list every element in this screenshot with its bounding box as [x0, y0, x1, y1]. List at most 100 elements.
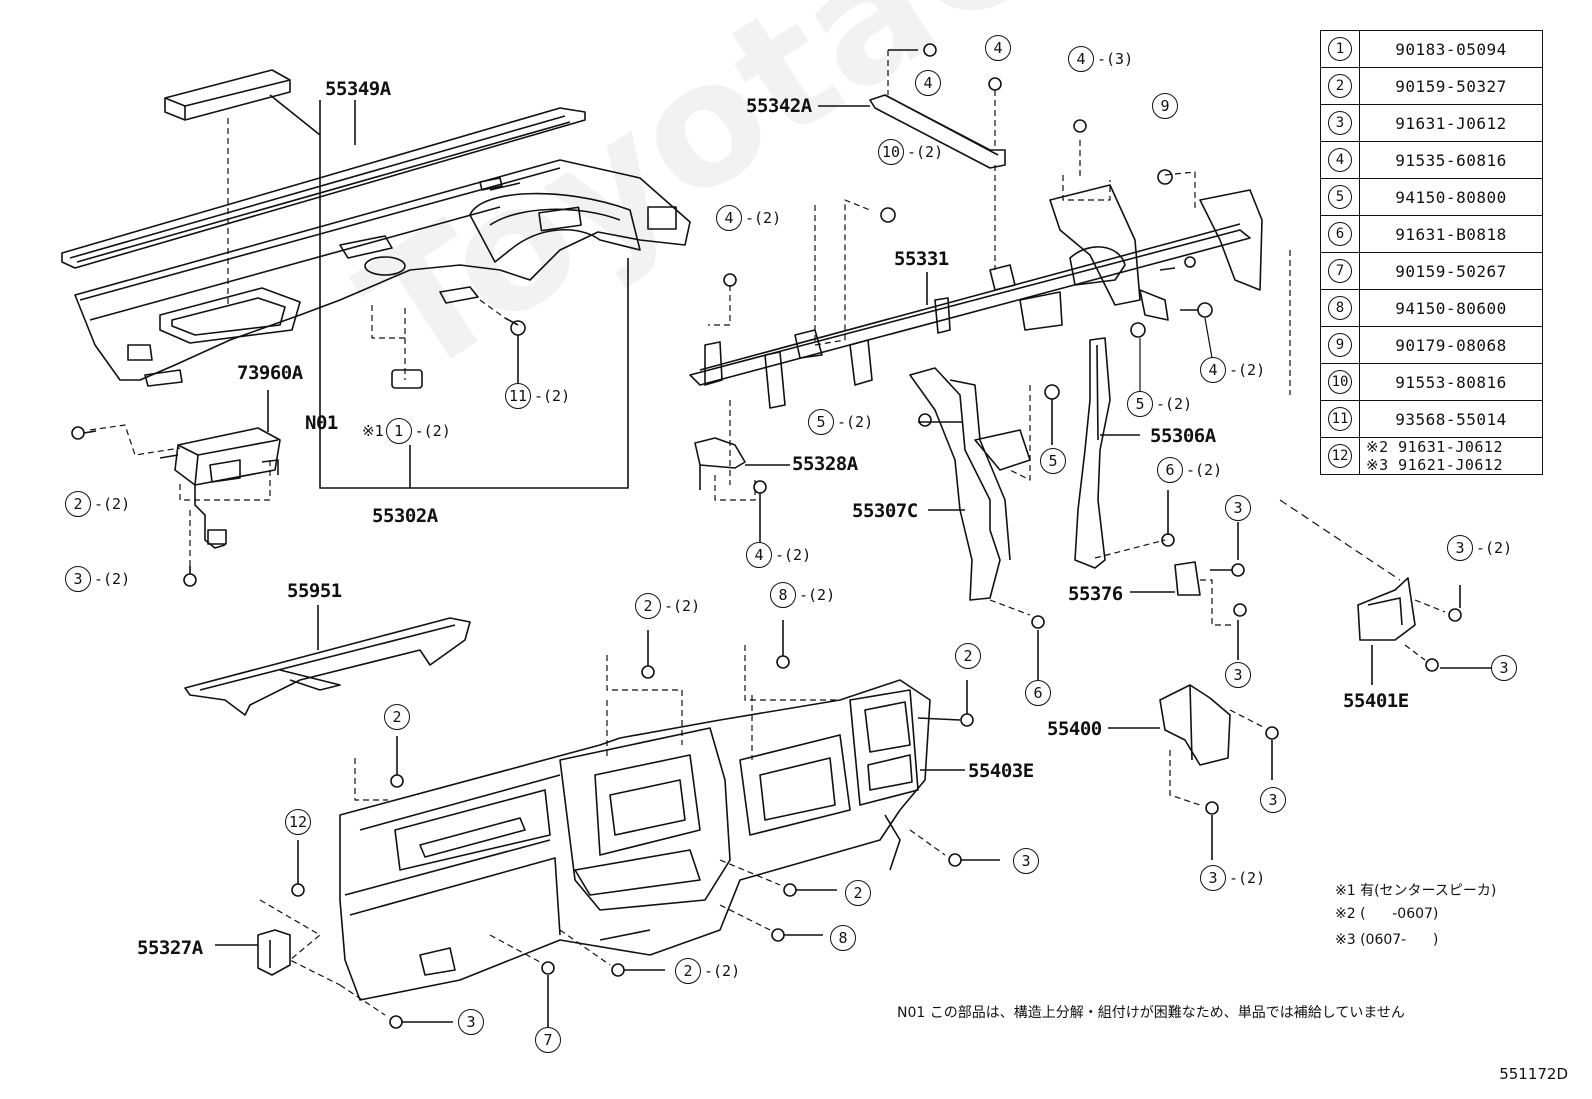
center-lower-bracket [1159, 684, 1231, 766]
ref-index: 6 [1328, 222, 1352, 246]
callout-4: 4 [985, 35, 1014, 61]
ref-index: 10 [1328, 370, 1352, 394]
part-label-73960A: 73960A [237, 362, 303, 384]
ref-index-cell: 1 [1320, 30, 1360, 68]
ref-index-cell: 2 [1320, 67, 1360, 105]
ref-index-cell: 11 [1320, 400, 1360, 438]
callout-2: 2-(2) [635, 593, 700, 619]
ref-part-number: 94150-80600 [1359, 289, 1543, 327]
ref-part-number: 90159-50267 [1359, 252, 1543, 290]
callout-2: 2 [845, 880, 874, 906]
ref-part-number: 93568-55014 [1359, 400, 1543, 438]
callout-2: 2-(2) [675, 958, 740, 984]
ref-table-row: 4 91535-60816 [1320, 141, 1543, 179]
ref-part-number: 90183-05094 [1359, 30, 1543, 68]
part-label-55307C: 55307C [852, 500, 918, 522]
ref-index-cell: 4 [1320, 141, 1360, 179]
callout-2: 2-(2) [65, 491, 130, 517]
callout-6: 6-(2) [1157, 457, 1222, 483]
ref-index: 11 [1328, 407, 1352, 431]
ref-part-number: 91631-B0818 [1359, 215, 1543, 253]
ref-index-cell: 12 [1320, 437, 1360, 475]
callout-3: 3 [458, 1009, 487, 1035]
ref-index: 1 [1328, 37, 1352, 61]
ref-index: 12 [1328, 444, 1352, 468]
note-2: ※2 ( -0607) [1335, 906, 1439, 922]
passenger-airbag-module [159, 427, 281, 549]
callout-8: 8-(2) [770, 582, 835, 608]
instrument-panel-reinforcement [689, 184, 1263, 409]
part-label-55302A: 55302A [372, 505, 438, 527]
left-lower-bracket [257, 929, 291, 976]
callout-5: 5-(2) [1127, 391, 1192, 417]
ref-index: 8 [1328, 296, 1352, 320]
callout-3: 3 [1260, 787, 1289, 813]
callout-4: 4-(2) [716, 205, 781, 231]
ref-part-number: 94150-80800 [1359, 178, 1543, 216]
part-label-55306A: 55306A [1150, 425, 1216, 447]
part-label-55328A: 55328A [792, 453, 858, 475]
ref-table-row: 12 ※2 91631-J0612※3 91621-J0612 [1320, 437, 1543, 475]
part-label-55342A: 55342A [746, 95, 812, 117]
ref-table-row: 10 91553-80816 [1320, 363, 1543, 401]
ref-part-number: 90179-08068 [1359, 326, 1543, 364]
part-label-55951: 55951 [287, 580, 342, 602]
callout-6: 6 [1025, 680, 1054, 706]
part-label-55327A: 55327A [137, 937, 203, 959]
callout-11: 11-(2) [505, 383, 570, 409]
small-bracket [1174, 561, 1201, 596]
ref-part-number: 91535-60816 [1359, 141, 1543, 179]
right-bracket [1357, 577, 1416, 641]
callout-4-qty3: 4-(3) [1068, 46, 1133, 72]
dashboard-upper-panel [61, 107, 691, 387]
part-label-55403E: 55403E [968, 760, 1034, 782]
callout-2: 2 [955, 643, 984, 669]
part-label-55401E: 55401E [1343, 690, 1409, 712]
diagram-id: 551172D [1499, 1065, 1568, 1083]
callout-7: 7 [535, 1027, 564, 1053]
callout-4: 4-(2) [1200, 357, 1265, 383]
ref-index-cell: 7 [1320, 252, 1360, 290]
callout-5: 5 [1040, 448, 1069, 474]
part-label-55376: 55376 [1068, 583, 1123, 605]
ref-table-row: 5 94150-80800 [1320, 178, 1543, 216]
part-label-N01: N01 [305, 412, 338, 434]
callout-4: 4 [915, 70, 944, 96]
center-brace [909, 367, 1031, 601]
callout-3: 3 [1491, 655, 1520, 681]
callout-3: 3 [1013, 848, 1042, 874]
upper-trim-strip [184, 617, 471, 716]
ref-part-number: 91553-80816 [1359, 363, 1543, 401]
callout-3: 3-(2) [1447, 535, 1512, 561]
callout-5: 5-(2) [808, 409, 873, 435]
side-brace [1074, 337, 1111, 569]
ref-part-number: ※2 91631-J0612※3 91621-J0612 [1359, 437, 1543, 475]
note-3: ※3 (0607- ) [1335, 932, 1439, 948]
ref-index: 5 [1328, 185, 1352, 209]
callout-3: 3-(2) [65, 566, 130, 592]
callout-8: 8 [830, 925, 859, 951]
ref-table-row: 1 90183-05094 [1320, 30, 1543, 68]
ref-table-row: 9 90179-08068 [1320, 326, 1543, 364]
ref-table-row: 11 93568-55014 [1320, 400, 1543, 438]
ref-part-number-line: ※2 91631-J0612 [1366, 438, 1503, 456]
ref-index: 4 [1328, 148, 1352, 172]
ref-index: 3 [1328, 111, 1352, 135]
ref-table-row: 8 94150-80600 [1320, 289, 1543, 327]
note-1: ※1 有(センタースピーカ) [1335, 883, 1497, 899]
callout-2: 2 [384, 704, 413, 730]
ref-index-cell: 3 [1320, 104, 1360, 142]
note-N01: N01 この部品は、構造上分解・組付けが困難なため、単品では補給していません [897, 1005, 1405, 1021]
ref-index: 9 [1328, 333, 1352, 357]
ref-index-cell: 8 [1320, 289, 1360, 327]
part-label-55400: 55400 [1047, 718, 1102, 740]
lower-bracket [694, 437, 746, 490]
ref-index: 7 [1328, 259, 1352, 283]
ref-part-number: 90159-50327 [1359, 67, 1543, 105]
part-label-55331: 55331 [894, 248, 949, 270]
